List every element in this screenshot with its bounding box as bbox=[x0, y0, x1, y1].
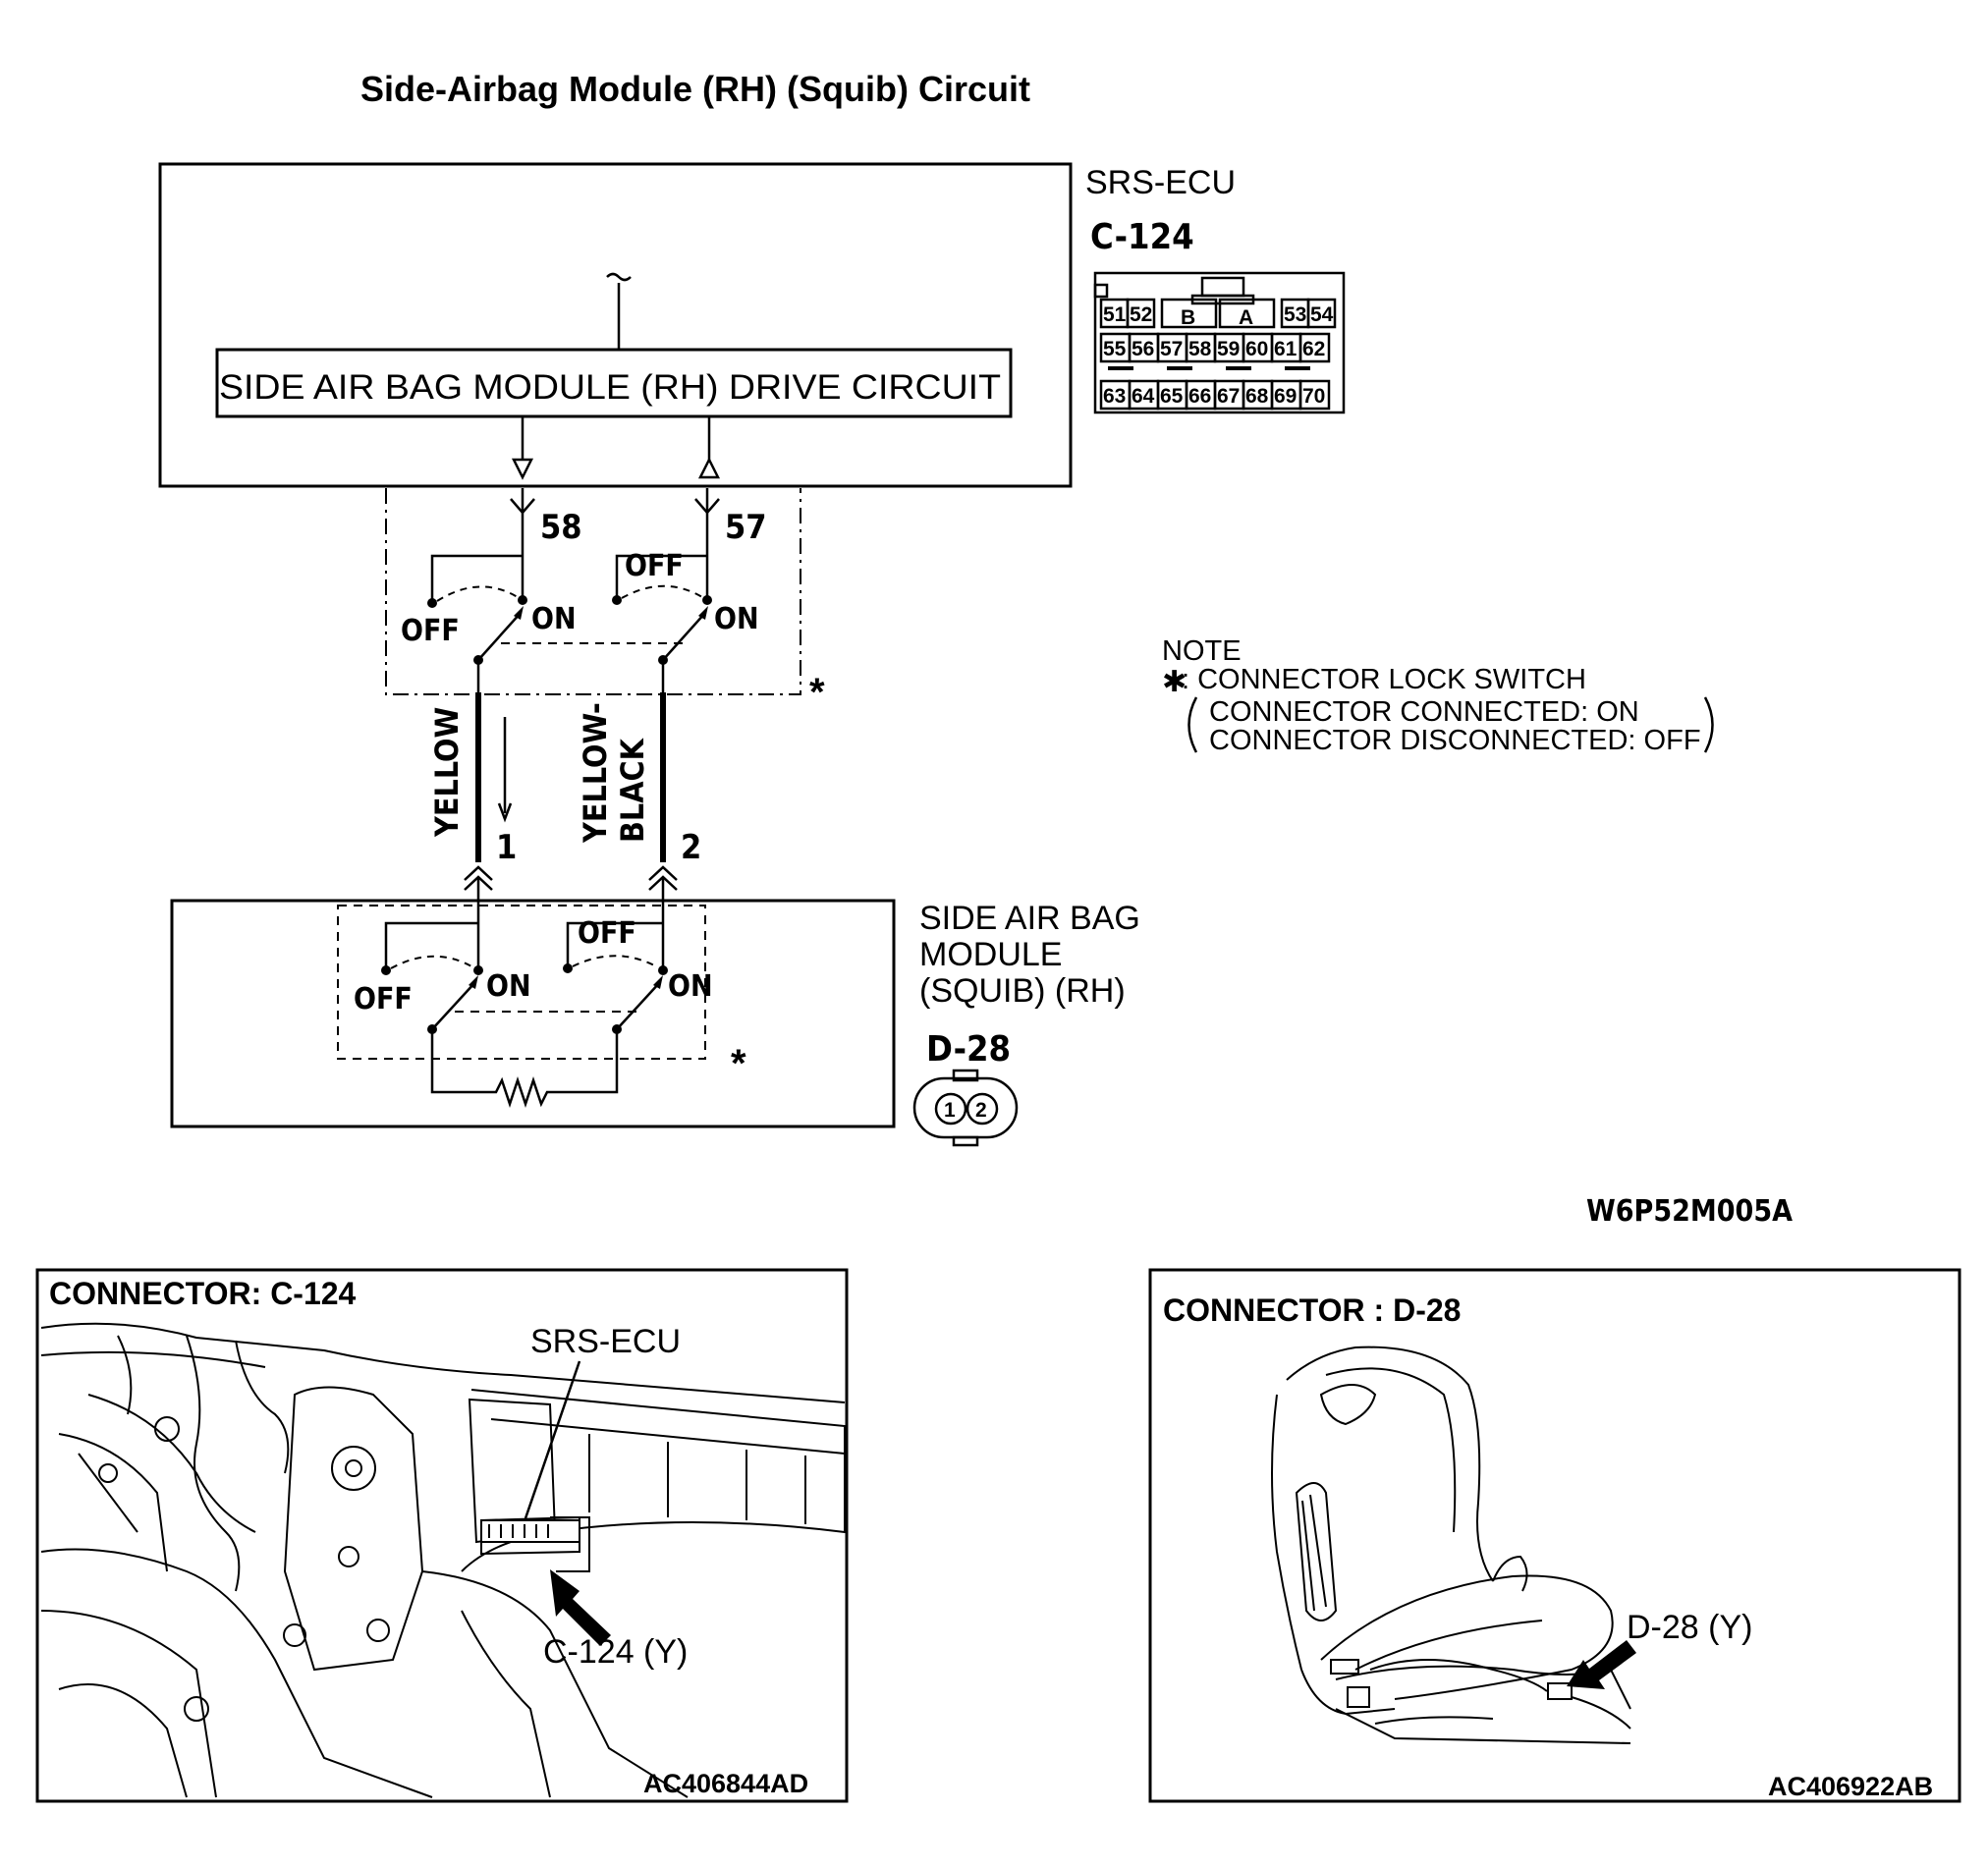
wire-left-pin: 1 bbox=[496, 828, 517, 867]
ecu-lock-switch-box bbox=[385, 488, 801, 695]
pin-a: A bbox=[1239, 306, 1253, 329]
ecu-switch-right-on: ON bbox=[714, 602, 759, 636]
wire-right-color-2: BLACK bbox=[614, 737, 651, 843]
ecu-switch-left-off: OFF bbox=[401, 614, 460, 648]
drive-circuit-box bbox=[215, 348, 1013, 418]
module-lock-switch-box bbox=[337, 905, 706, 1060]
pin-68: 68 bbox=[1245, 385, 1269, 408]
d28-pin-1: 1 bbox=[944, 1099, 956, 1122]
photo-c124-drawing bbox=[40, 1322, 846, 1798]
power-feed-symbol bbox=[606, 272, 632, 282]
photo-c124-ecu-leader bbox=[524, 1360, 581, 1519]
photo-d28-pointer-arrow-icon bbox=[1567, 1640, 1636, 1689]
pin-51: 51 bbox=[1103, 303, 1127, 326]
module-name-line1: SIDE AIR BAG bbox=[919, 900, 1140, 937]
module-connector-id: D-28 bbox=[926, 1029, 1011, 1070]
module-switch-right-on: ON bbox=[668, 969, 713, 1004]
pin-70: 70 bbox=[1302, 385, 1325, 408]
ecu-name: SRS-ECU bbox=[1085, 164, 1236, 201]
connector-cell bbox=[1298, 332, 1331, 363]
pin-61: 61 bbox=[1274, 338, 1298, 360]
pin-63: 63 bbox=[1103, 385, 1126, 408]
pin-54: 54 bbox=[1310, 303, 1334, 326]
drive-circuit-label: SIDE AIR BAG MODULE (RH) DRIVE CIRCUIT bbox=[219, 368, 1001, 407]
ecu-switch-left-on: ON bbox=[531, 602, 577, 636]
note-line1: : CONNECTOR LOCK SWITCH bbox=[1182, 664, 1586, 695]
pin-59: 59 bbox=[1217, 338, 1240, 360]
ecu-short-bar-right bbox=[615, 554, 707, 599]
ecu-switch-right-off: OFF bbox=[625, 549, 684, 583]
pin-53: 53 bbox=[1284, 303, 1306, 326]
ecu-connector-id: C-124 bbox=[1090, 217, 1194, 257]
pin-52: 52 bbox=[1130, 303, 1152, 326]
wire-right-pin: 2 bbox=[681, 828, 701, 867]
photo-c124-heading: CONNECTOR: C-124 bbox=[49, 1276, 357, 1311]
photo-d28-seat-drawing bbox=[1271, 1346, 1631, 1744]
pin-67: 67 bbox=[1217, 385, 1240, 408]
photo-c124-connector-label: C-124 (Y) bbox=[543, 1633, 688, 1671]
pin-57: 57 bbox=[1160, 338, 1183, 360]
note-heading: NOTE bbox=[1162, 635, 1242, 667]
pin-69: 69 bbox=[1274, 385, 1297, 408]
ecu-short-bar-left bbox=[430, 554, 523, 602]
ecu-lock-mark: * bbox=[809, 671, 825, 714]
pin-57-label: 57 bbox=[725, 508, 767, 547]
note-star: ✱ bbox=[1162, 666, 1187, 698]
pin-66: 66 bbox=[1188, 385, 1211, 408]
connector-cell bbox=[1298, 379, 1331, 411]
pin-65: 65 bbox=[1160, 385, 1184, 408]
note-line3: CONNECTOR DISCONNECTED: OFF bbox=[1209, 725, 1701, 756]
wire-left-color: YELLOW bbox=[428, 707, 466, 838]
pin-60: 60 bbox=[1245, 338, 1268, 360]
drive-output-arrow-icon bbox=[511, 458, 534, 480]
note-paren-left bbox=[1187, 696, 1198, 753]
photo-c124-pointer-arrow-icon bbox=[550, 1569, 611, 1646]
photo-c124-frame bbox=[35, 1268, 849, 1803]
note-paren-right bbox=[1703, 696, 1714, 753]
pin-62: 62 bbox=[1302, 338, 1325, 360]
pin-56: 56 bbox=[1132, 338, 1154, 360]
ecu-box bbox=[158, 162, 1073, 488]
photo-d28-heading: CONNECTOR : D-28 bbox=[1163, 1292, 1461, 1328]
figure-code: W6P52M005A bbox=[1586, 1194, 1793, 1229]
photo-d28-connector-label: D-28 (Y) bbox=[1627, 1609, 1752, 1646]
connector-c124-face: 51 52 B A 53 54 55 56 57 58 59 60 61 62 … bbox=[1093, 271, 1346, 414]
wire-right-color-1: YELLOW- bbox=[577, 702, 614, 844]
module-lock-mark: * bbox=[731, 1042, 746, 1085]
module-switch-right-off: OFF bbox=[578, 916, 636, 951]
photo-c124-code: AC406844AD bbox=[643, 1769, 808, 1798]
module-name-line3: (SQUIB) (RH) bbox=[919, 972, 1126, 1010]
pin-b: B bbox=[1181, 306, 1195, 329]
module-short-bar-left bbox=[384, 921, 478, 969]
airbag-module-box bbox=[170, 899, 896, 1128]
module-name-line2: MODULE bbox=[919, 936, 1062, 973]
drive-input-arrow-icon bbox=[697, 457, 721, 479]
module-short-bar-right bbox=[566, 921, 663, 967]
connector-d28-face: 1 2 bbox=[912, 1069, 1019, 1147]
photo-d28-frame bbox=[1148, 1268, 1961, 1803]
d28-pin-2: 2 bbox=[975, 1099, 987, 1122]
pin-58-label: 58 bbox=[540, 508, 582, 547]
pin-64: 64 bbox=[1132, 385, 1155, 408]
pin-55: 55 bbox=[1103, 338, 1127, 360]
module-switch-left-off: OFF bbox=[354, 982, 413, 1016]
photo-d28-code: AC406922AB bbox=[1768, 1772, 1933, 1801]
module-switch-left-on: ON bbox=[486, 969, 531, 1004]
photo-c124-ecu-label: SRS-ECU bbox=[530, 1323, 681, 1360]
diagram-title: Side-Airbag Module (RH) (Squib) Circuit bbox=[360, 69, 1030, 109]
pin-58: 58 bbox=[1188, 338, 1212, 360]
note-line2: CONNECTOR CONNECTED: ON bbox=[1209, 696, 1639, 728]
squib-resistor bbox=[430, 1029, 619, 1108]
